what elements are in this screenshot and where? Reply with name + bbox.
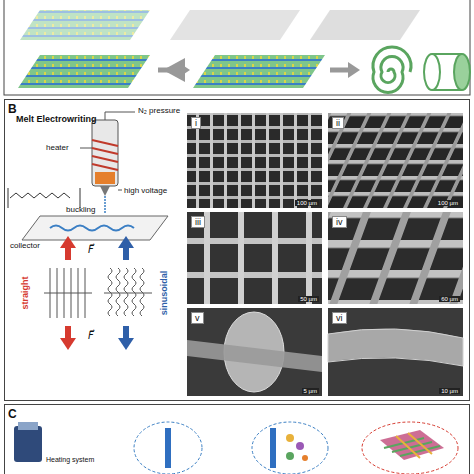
sem-image: i 100 µm — [188, 114, 323, 209]
part-label: Heating system — [46, 456, 94, 463]
sem-image: iii 50 µm — [188, 213, 323, 305]
method-title: Melt Electrowriting — [16, 114, 97, 124]
panel-letter: B — [8, 102, 17, 116]
force-label: F⃗ — [88, 330, 94, 341]
part-label: heater — [46, 143, 69, 152]
state-label: sinusoidal — [159, 271, 169, 316]
panel-letter: C — [8, 407, 17, 421]
image-number: iv — [332, 216, 347, 228]
image-number: v — [191, 312, 204, 324]
scale-bar: 100 µm — [436, 200, 460, 206]
state-label: straight — [20, 276, 30, 309]
image-number: ii — [332, 117, 344, 129]
scale-bar: 50 µm — [298, 296, 319, 302]
sem-image: ii 100 µm — [329, 114, 464, 209]
scale-bar: 100 µm — [295, 200, 319, 206]
part-label: N₂ pressure — [138, 106, 180, 115]
part-label: high voltage — [124, 186, 167, 195]
sem-image: v 5 µm — [188, 309, 323, 397]
force-label: F⃗ — [88, 244, 94, 255]
panel-box: Bi 100 µm ii 100 µm iii 50 µm iv 60 µm v 5 µm vi 10… — [4, 99, 470, 401]
image-number: iii — [191, 216, 205, 228]
scale-bar: 10 µm — [439, 388, 460, 394]
part-label: collector — [10, 241, 40, 250]
scale-bar: 60 µm — [439, 296, 460, 302]
sem-image: vi 10 µm — [329, 309, 464, 397]
scale-bar: 5 µm — [302, 388, 319, 394]
sem-image: iv 60 µm — [329, 213, 464, 305]
image-number: i — [191, 117, 201, 129]
part-label: buckling — [66, 205, 95, 214]
image-number: vi — [332, 312, 347, 324]
panel-box: C — [4, 404, 470, 474]
